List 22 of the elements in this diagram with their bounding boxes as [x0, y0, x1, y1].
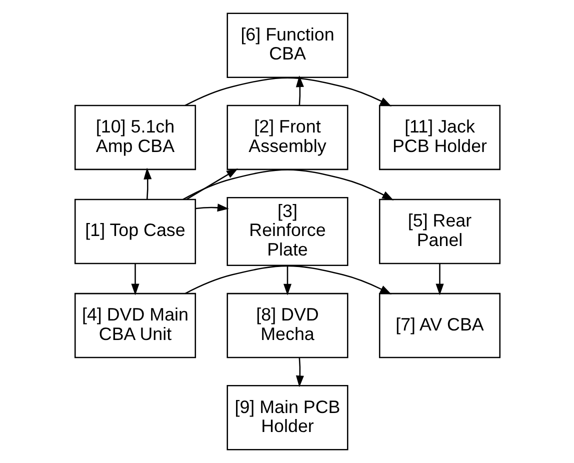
node-box: [6] Function CBA	[226, 12, 348, 78]
arrow	[143, 168, 152, 200]
node-box: [7] AV CBA	[378, 292, 500, 358]
arrow	[184, 265, 392, 294]
node-box: [1] Top Case	[74, 198, 196, 264]
arrow	[195, 204, 228, 212]
node-box: [3] Reinforce Plate	[226, 196, 348, 266]
node-box: [5] Rear Panel	[378, 198, 500, 264]
arrow	[130, 264, 139, 296]
arrow	[295, 358, 304, 388]
node-box: [2] Front Assembly	[226, 104, 348, 170]
arrow	[184, 77, 392, 106]
arrow	[295, 76, 304, 106]
node-box: [8] DVD Mecha	[226, 292, 348, 358]
node-box: [4] DVD Main CBA Unit	[74, 292, 196, 358]
arrow	[435, 264, 444, 296]
node-box: [11] Jack PCB Holder	[378, 104, 500, 170]
arrow	[186, 168, 238, 200]
arrow	[282, 266, 292, 296]
node-box: [10] 5.1ch Amp CBA	[74, 104, 196, 170]
arrow	[182, 169, 394, 200]
node-box: [9] Main PCB Holder	[226, 385, 348, 450]
